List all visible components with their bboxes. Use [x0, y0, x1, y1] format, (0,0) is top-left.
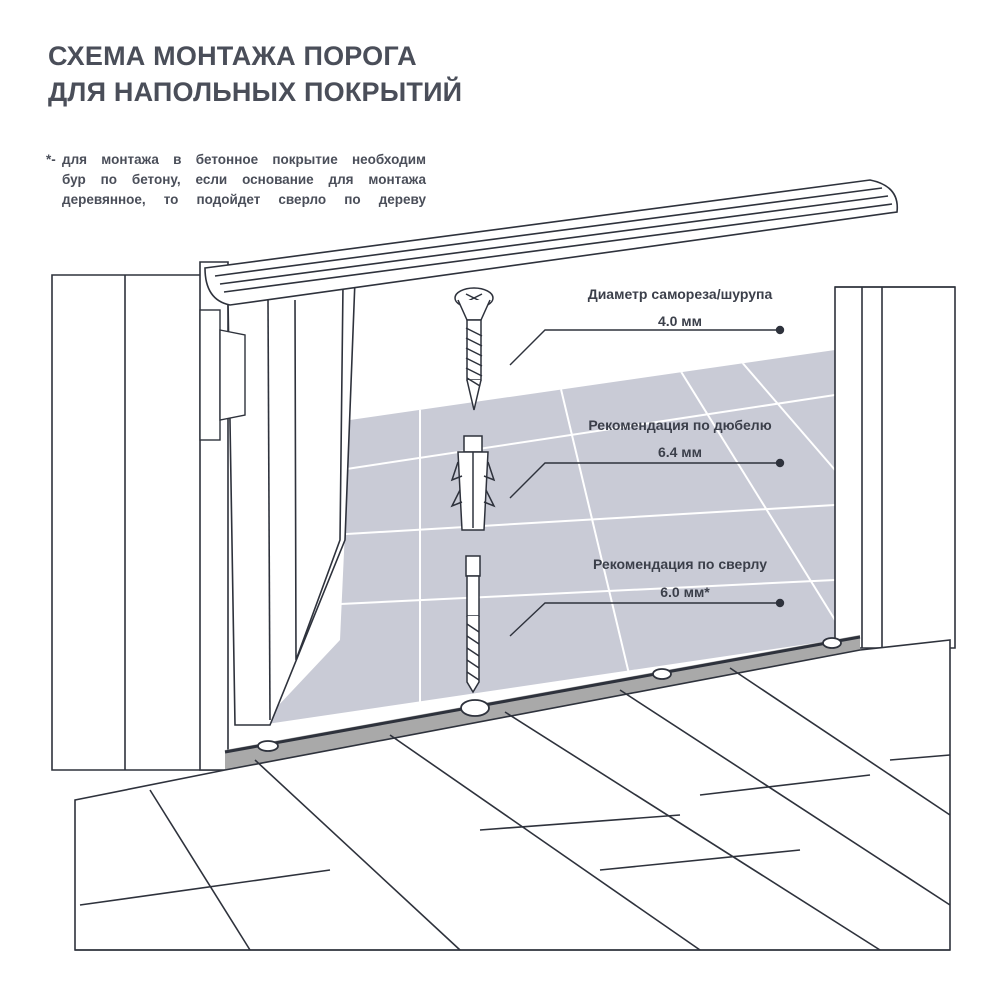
note-line-2: бур по бетону, если основание для монтаж… — [62, 172, 426, 187]
note-line-3: деревянное, то подойдет сверло по дереву — [62, 192, 426, 207]
mounting-hole — [257, 740, 279, 752]
dowel-icon — [450, 435, 496, 531]
drill-bit-icon — [465, 555, 481, 694]
dowel-recommendation-value: 6.4 мм — [657, 444, 703, 460]
door-hinge — [199, 309, 246, 441]
title-line-1: СХЕМА МОНТАЖА ПОРОГА — [48, 41, 417, 71]
right-door-frame — [834, 286, 956, 649]
callout-lines — [509, 325, 785, 637]
threshold-profile — [204, 179, 899, 306]
screw-diameter-label: Диаметр самореза/шурупа — [587, 286, 773, 302]
screw-icon — [454, 287, 494, 411]
wood-floor — [74, 639, 951, 951]
threshold-base-edge — [224, 635, 861, 754]
dowel-recommendation-label: Рекомендация по дюбелю — [588, 417, 772, 433]
callout-dot-drill — [775, 598, 785, 608]
threshold-base-strip — [225, 635, 860, 770]
mounting-hole — [460, 699, 490, 717]
mounting-hole — [652, 668, 672, 680]
screw-diameter-value: 4.0 мм — [657, 313, 703, 329]
mounting-hole — [822, 637, 842, 649]
callout-dot-dowel — [775, 458, 785, 468]
drill-recommendation-label: Рекомендация по сверлу — [592, 556, 768, 572]
callout-line-screw — [509, 329, 780, 366]
callout-line-drill — [509, 602, 780, 637]
drill-recommendation-value: 6.0 мм* — [660, 584, 710, 600]
page-title: СХЕМА МОНТАЖА ПОРОГА ДЛЯ НАПОЛЬНЫХ ПОКРЫ… — [48, 38, 462, 110]
door-leaf — [227, 279, 356, 726]
tiled-wall-area — [260, 350, 835, 725]
drilling-note: *- для монтажа в бетонное покрытие необх… — [46, 150, 426, 210]
note-line-1: для монтажа в бетонное покрытие необходи… — [62, 152, 426, 167]
mounting-holes — [257, 637, 842, 752]
title-line-2: ДЛЯ НАПОЛЬНЫХ ПОКРЫТИЙ — [48, 77, 463, 107]
callout-dot-screw — [775, 325, 785, 335]
callout-line-dowel — [509, 462, 780, 499]
note-marker: *- — [46, 152, 56, 167]
